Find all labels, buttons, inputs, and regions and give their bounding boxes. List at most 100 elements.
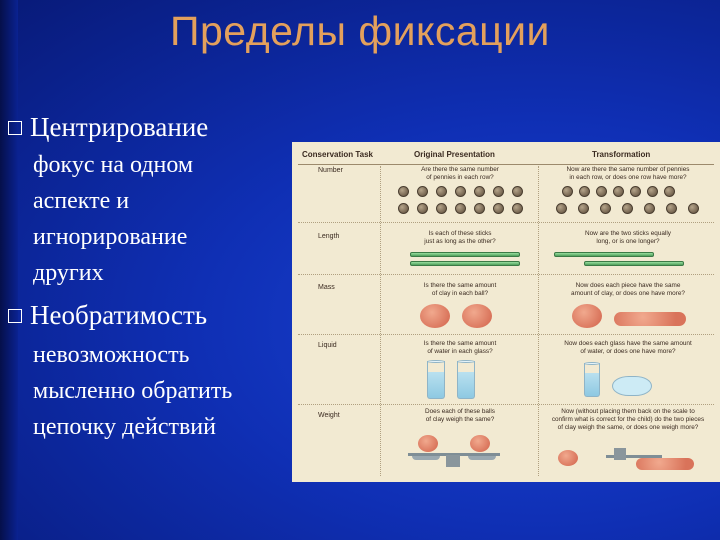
text-line: аспекте и [33,188,130,214]
stick-transformed-top [554,252,654,257]
clay-ball-transformed-weight [558,450,578,466]
row-separator [298,222,714,223]
question-line: of water in each glass? [427,348,493,355]
penny-icon [436,186,447,197]
penny-icon [644,203,655,214]
penny-icon [666,203,677,214]
row-separator [298,404,714,405]
slide-title: Пределы фиксации [170,8,550,54]
penny-icon [578,203,589,214]
clay-ball-right [462,304,492,328]
penny-icon [556,203,567,214]
penny-icon [417,203,428,214]
penny-icon [596,186,607,197]
clay-sausage-weight [636,458,694,470]
question-line: of clay weigh the same, or does one weig… [557,424,699,431]
header-rule [298,164,714,165]
checkbox-bullet-icon [8,308,22,323]
text-line: других [33,260,104,286]
transform-question-number: Now are there the same number of pennies… [544,166,712,182]
penny-icon [630,186,641,197]
question-line: Now does each piece have the same [575,282,681,289]
clay-ball-scale-right [470,435,490,452]
question-line: just as long as the other? [424,238,496,245]
header-transformation: Transformation [592,150,651,159]
question-line: Does each of these balls [425,408,495,415]
question-line: of pennies in each row? [426,174,494,181]
penny-icon [613,186,624,197]
clay-sausage-transformed [614,312,686,326]
original-question-mass: Is there the same amount of clay in each… [388,282,532,298]
text-line: игнорирование [33,224,188,250]
row-separator [298,274,714,275]
penny-icon [474,203,485,214]
transform-question-length: Now are the two sticks equally long, or … [544,230,712,246]
penny-icon [493,203,504,214]
penny-icon [622,203,633,214]
penny-icon [688,203,699,214]
question-line: of water, or does one have more? [580,348,676,355]
clay-ball-scale-left [418,435,438,452]
bullet-label: Необратимость [30,300,208,330]
original-question-number: Are there the same number of pennies in … [388,166,532,182]
glass-right [457,361,475,399]
task-label-length: Length [318,233,340,240]
transform-question-mass: Now does each piece have the same amount… [544,282,712,298]
question-line: long, or is one longer? [596,238,660,245]
scale-pan-left [412,456,440,460]
question-line: Is there the same amount [423,282,497,289]
stick-original-top [410,252,520,257]
conservation-tasks-figure: Conservation Task Original Presentation … [292,142,720,482]
glass-transformed [584,363,600,397]
penny-icon [512,203,523,214]
transform-question-weight: Now (without placing them back on the sc… [544,408,712,432]
header-task: Conservation Task [302,150,373,159]
scale-base [446,455,460,467]
penny-icon [455,203,466,214]
bullet-irreversibility: Необратимость [8,300,207,331]
header-original: Original Presentation [414,150,495,159]
glass-left [427,361,445,399]
task-label-weight: Weight [318,412,340,419]
penny-icon [647,186,658,197]
text-line: мысленно обратить [33,378,233,404]
column-separator [538,166,539,476]
question-line: amount of clay, or does one have more? [571,290,685,297]
question-line: Now (without placing them back on the sc… [561,408,695,415]
penny-icon [512,186,523,197]
question-line: Now are there the same number of pennies [566,166,690,173]
scale-beam-transformed [606,455,662,458]
question-line: of clay in each ball? [431,290,489,297]
question-line: of clay weigh the same? [425,416,495,423]
penny-icon [600,203,611,214]
penny-icon [493,186,504,197]
text-line: невозможность [33,342,190,368]
checkbox-bullet-icon [8,120,22,135]
penny-icon [436,203,447,214]
transform-question-liquid: Now does each glass have the same amount… [544,340,712,356]
row-separator [298,334,714,335]
text-line: цепочку действий [33,414,216,440]
penny-icon [417,186,428,197]
penny-icon [455,186,466,197]
penny-icon [474,186,485,197]
scale-pan-right [468,456,496,460]
penny-icon [664,186,675,197]
scale-transformed [614,448,626,460]
slide-left-band [0,0,18,540]
bullet-label: Центрирование [30,112,209,142]
stick-transformed-bottom [584,261,684,266]
bullet-centration: Центрирование [8,112,208,143]
question-line: in each row, or does one row have more? [569,174,687,181]
stick-original-bottom [410,261,520,266]
original-question-weight: Does each of these balls of clay weigh t… [388,408,532,424]
wide-dish-transformed [612,376,652,396]
clay-ball-left [420,304,450,328]
penny-icon [398,186,409,197]
text-line: фокус на одном [33,152,194,178]
question-line: Are there the same number [421,166,499,173]
bullet-centration-text: фокус на одном аспекте и игнорирование д… [33,147,193,291]
question-line: Is there the same amount [423,340,497,347]
bullet-irreversibility-text: невозможность мысленно обратить цепочку … [33,337,232,445]
task-label-mass: Mass [318,284,335,291]
